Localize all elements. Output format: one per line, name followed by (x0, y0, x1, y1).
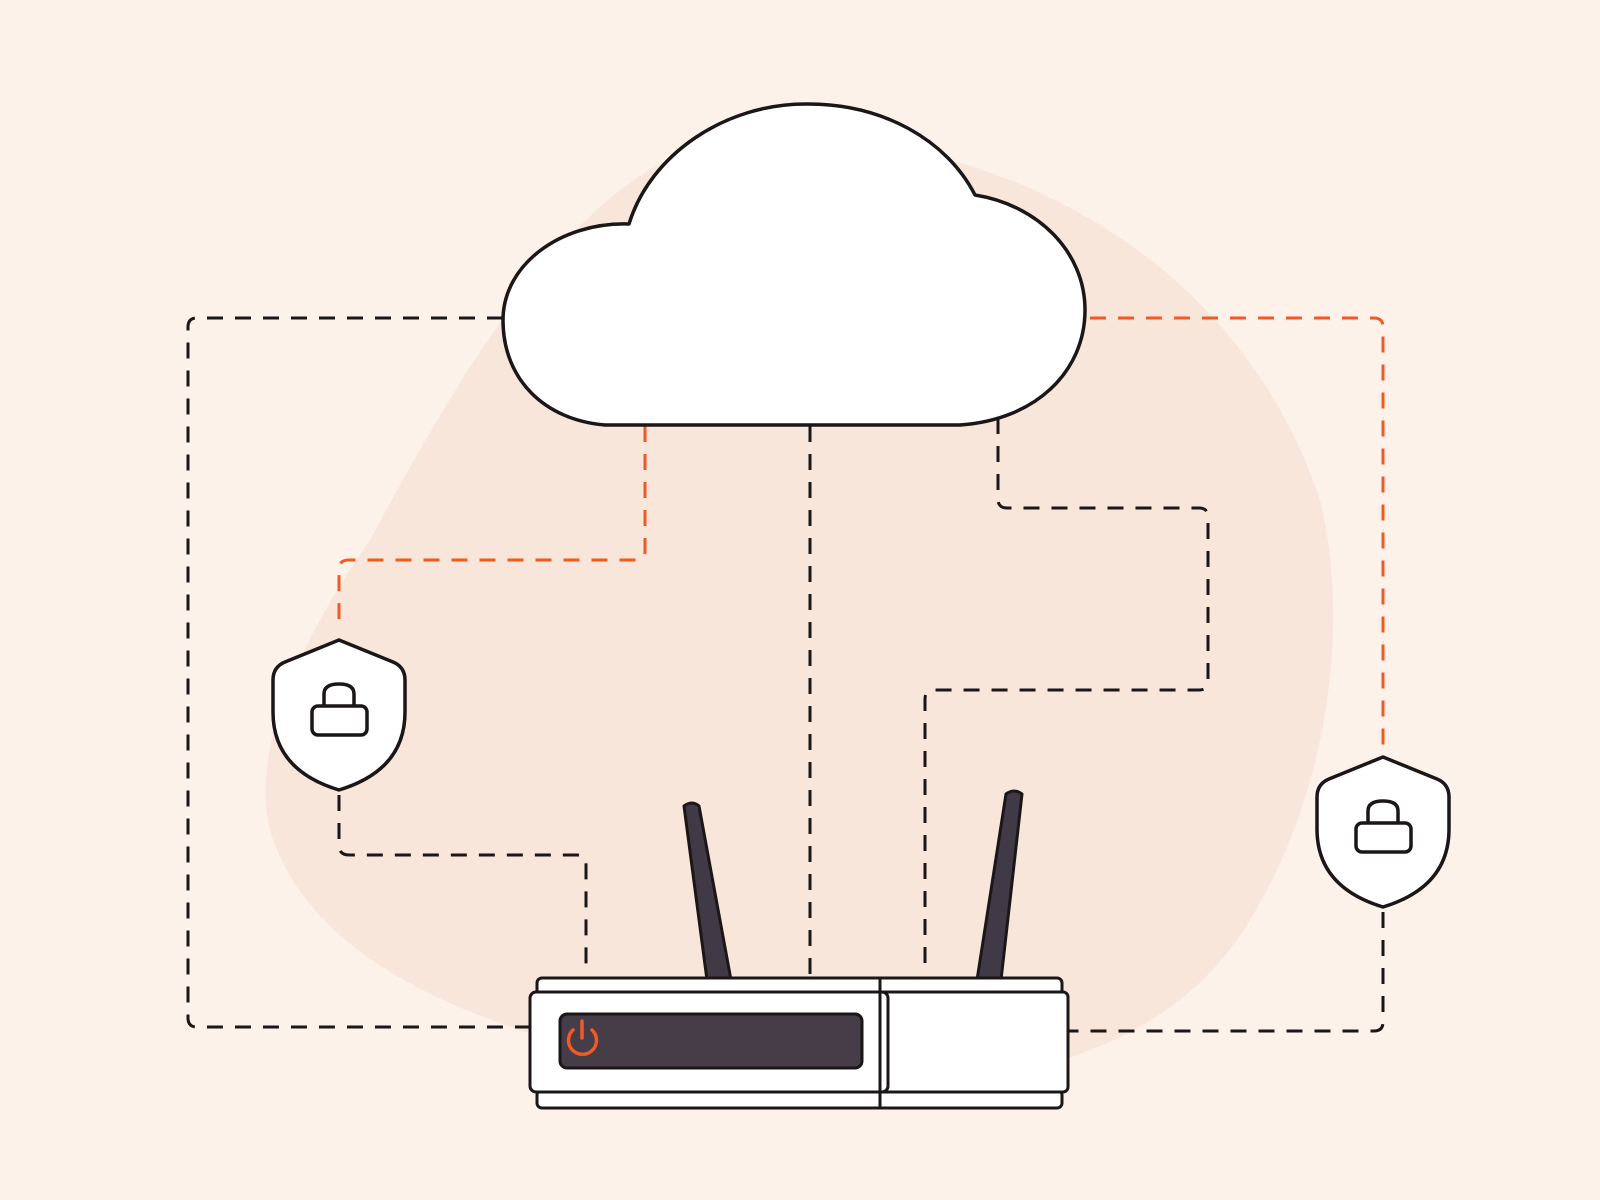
lock-body (310, 704, 369, 737)
connection-cloud-router-right (923, 418, 1210, 975)
router-antenna-left (682, 801, 733, 982)
shield-right-node[interactable] (1315, 755, 1451, 909)
cloud-icon (501, 102, 1087, 427)
router-body-right (868, 990, 1070, 1094)
shield-left-node[interactable] (271, 638, 407, 792)
connections (186, 316, 1385, 1033)
router-node[interactable] (528, 789, 1070, 1110)
connection-shield-left-router (337, 795, 588, 975)
connection-cloud-shield-right (1090, 316, 1385, 745)
router-antenna-right (975, 789, 1024, 982)
router-display-panel (558, 1012, 864, 1070)
connection-cloud-router-left (186, 316, 533, 1029)
lock-body (1354, 821, 1413, 854)
lock-shackle (1366, 799, 1400, 823)
lock-shackle (322, 682, 356, 706)
power-icon[interactable] (566, 1019, 599, 1057)
connection-cloud-shield-left (337, 426, 647, 620)
cloud-node[interactable] (501, 102, 1087, 427)
connection-shield-right-router (1068, 912, 1385, 1033)
